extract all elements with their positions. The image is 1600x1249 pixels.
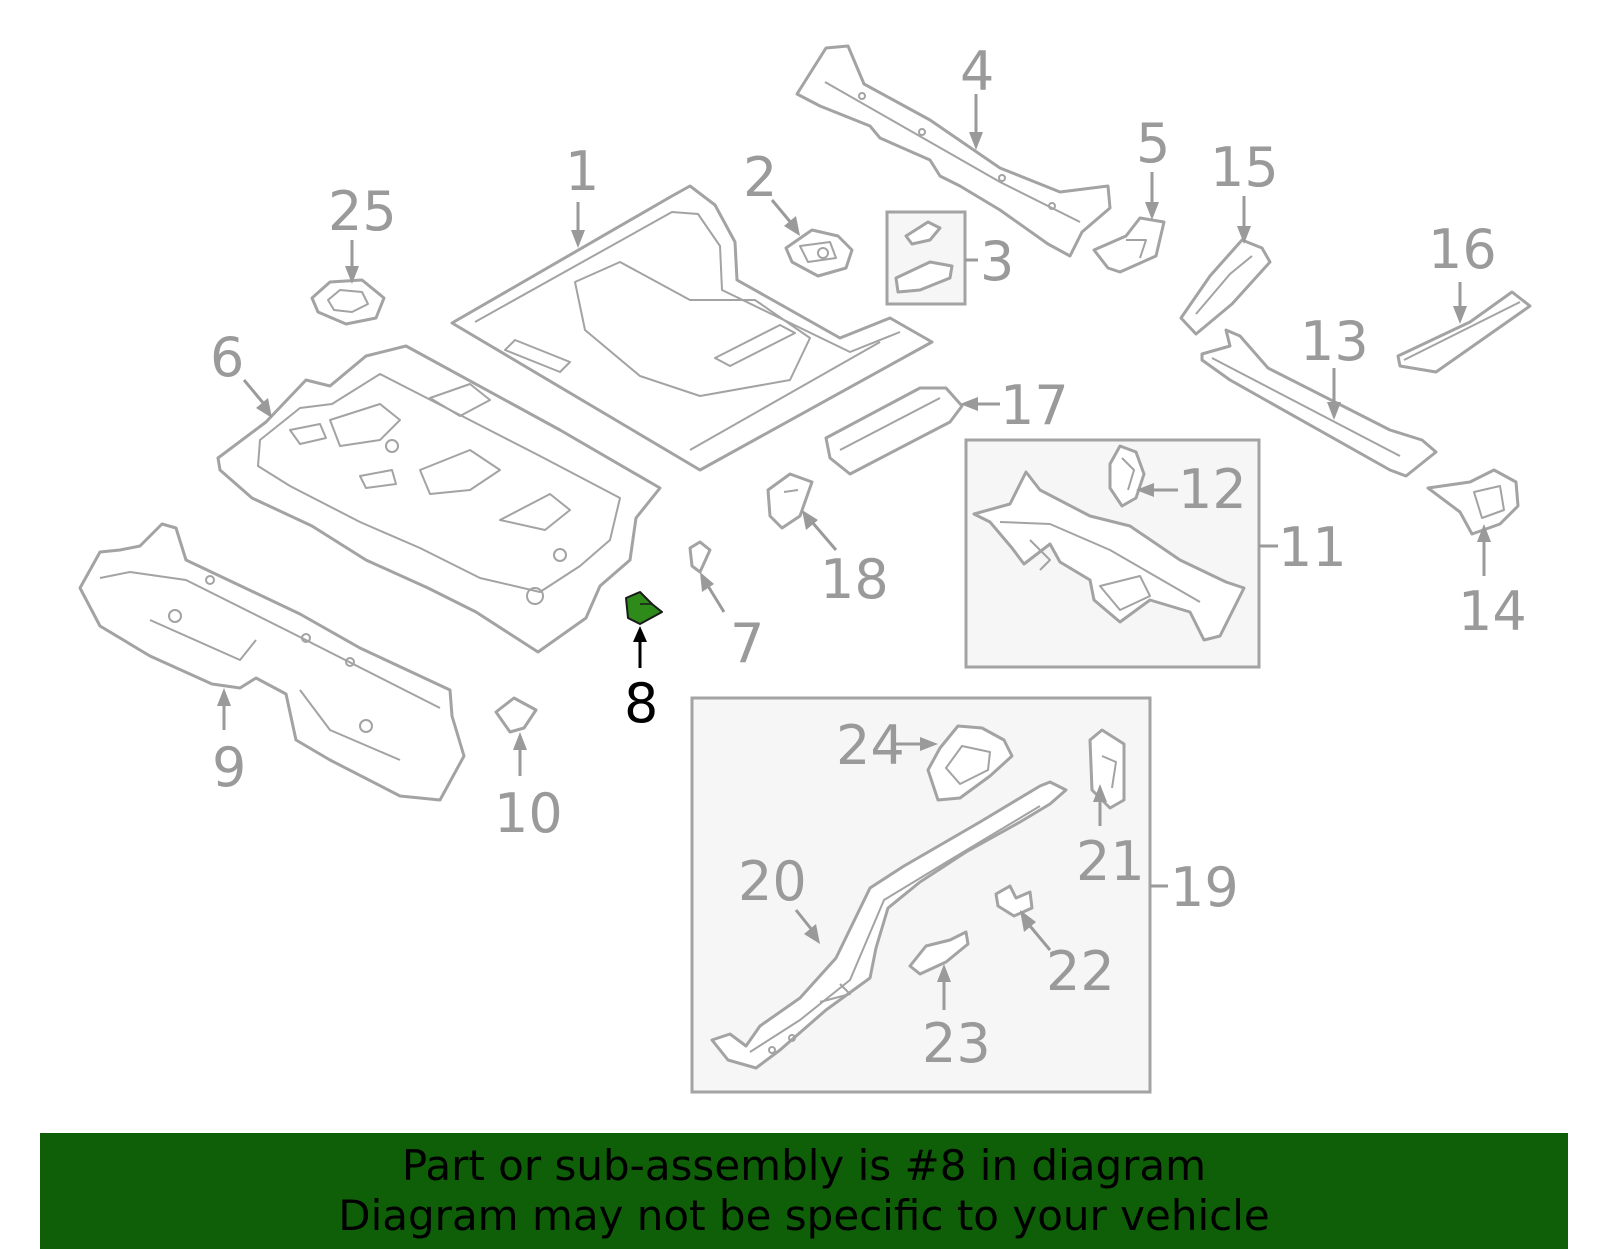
part-4-crossmember bbox=[795, 44, 1112, 258]
callout-15: 15 bbox=[1210, 136, 1279, 199]
callout-13: 13 bbox=[1300, 310, 1369, 373]
info-banner: Part or sub-assembly is #8 in diagram Di… bbox=[40, 1133, 1568, 1249]
callout-7: 7 bbox=[730, 612, 764, 675]
part-18-plate bbox=[766, 472, 814, 530]
callout-23: 23 bbox=[922, 1012, 991, 1075]
part-20-rail bbox=[710, 780, 1068, 1070]
banner-line-2: Diagram may not be specific to your vehi… bbox=[338, 1191, 1270, 1240]
callout-20: 20 bbox=[738, 850, 807, 913]
part-24-bracket bbox=[926, 724, 1014, 802]
callout-12: 12 bbox=[1178, 458, 1247, 521]
part-23-bracket bbox=[908, 930, 970, 976]
callout-22: 22 bbox=[1046, 940, 1115, 1003]
callout-labels: 1 2 3 4 5 6 7 8 9 10 11 12 13 14 15 16 1… bbox=[210, 40, 1527, 1075]
part-14-bracket bbox=[1426, 468, 1520, 536]
part-10-bracket bbox=[494, 696, 538, 734]
part-9-crossmember bbox=[78, 522, 466, 802]
callout-18: 18 bbox=[820, 548, 889, 611]
callout-2: 2 bbox=[743, 146, 777, 209]
callout-17: 17 bbox=[1000, 374, 1069, 437]
callout-19: 19 bbox=[1170, 856, 1239, 919]
part-6-floor-assembly bbox=[216, 344, 662, 654]
part-1-rear-floor-pan bbox=[450, 184, 934, 472]
callout-11: 11 bbox=[1278, 516, 1347, 579]
part-12-bracket bbox=[1108, 444, 1146, 508]
callout-1: 1 bbox=[565, 140, 599, 203]
part-11-crossmember bbox=[972, 470, 1246, 642]
callout-16: 16 bbox=[1428, 218, 1497, 281]
callout-6: 6 bbox=[210, 326, 244, 389]
part-17-panel bbox=[824, 386, 964, 476]
banner-line-1: Part or sub-assembly is #8 in diagram bbox=[401, 1141, 1207, 1190]
part-2-bracket bbox=[784, 228, 854, 278]
part-8-highlighted bbox=[625, 591, 663, 625]
part-15-reinforcement bbox=[1179, 238, 1272, 336]
callout-3: 3 bbox=[980, 230, 1014, 293]
callout-25: 25 bbox=[328, 180, 397, 243]
part-3-brackets bbox=[894, 220, 954, 294]
part-22-clip bbox=[994, 884, 1034, 918]
callout-10: 10 bbox=[494, 782, 563, 845]
part-7-clip bbox=[688, 540, 712, 574]
callout-9: 9 bbox=[212, 736, 246, 799]
callout-5: 5 bbox=[1136, 112, 1170, 175]
part-5-bracket bbox=[1092, 216, 1166, 274]
part-25-plug bbox=[310, 278, 386, 326]
callout-8: 8 bbox=[624, 672, 658, 735]
callout-4: 4 bbox=[960, 40, 994, 103]
part-13-crossmember bbox=[1200, 328, 1438, 478]
part-16-rail bbox=[1396, 290, 1532, 374]
leader-lines bbox=[217, 94, 1491, 1010]
callout-14: 14 bbox=[1458, 580, 1527, 643]
callout-24: 24 bbox=[836, 714, 905, 777]
callout-21: 21 bbox=[1076, 830, 1145, 893]
